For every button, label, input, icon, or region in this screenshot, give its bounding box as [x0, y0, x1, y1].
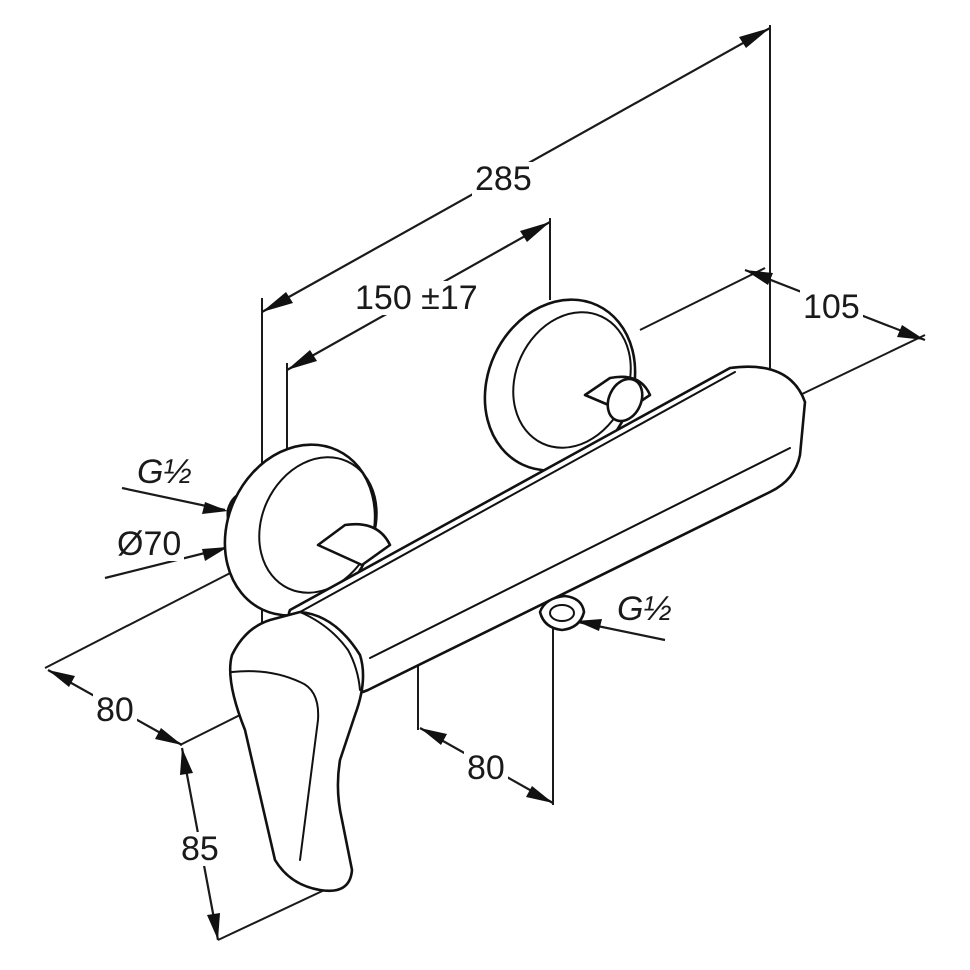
arrow-80-right-a	[420, 728, 447, 745]
arrow-d70	[202, 547, 228, 561]
arrow-80-right-b	[526, 786, 553, 803]
ext-line-80-left-a	[44, 567, 241, 669]
ext-line-105-bottom	[799, 334, 926, 396]
label-inlet-thread: G½	[134, 455, 195, 489]
rosette-rear	[483, 298, 652, 472]
ext-line-105-top	[639, 267, 766, 331]
arrow-g12-right	[576, 619, 602, 631]
arrow-85-top	[180, 748, 193, 775]
arrow-285-left	[262, 292, 293, 312]
arrow-150-left	[287, 350, 317, 370]
label-outlet-thread: G½	[614, 592, 675, 626]
dim-label-projection: 105	[800, 290, 863, 324]
arrow-150-right	[520, 222, 550, 242]
dim-label-overall-length: 285	[472, 162, 535, 196]
arrow-285-right	[739, 28, 770, 48]
arrow-g12-left	[202, 502, 228, 514]
arrow-80-left-a	[48, 670, 75, 687]
rosette-front	[223, 443, 392, 617]
lever-handle	[228, 610, 365, 893]
arrow-80-left-b	[155, 728, 182, 745]
dim-label-inlet-spacing: 150 ±17	[352, 281, 481, 315]
arrow-105-left	[745, 270, 773, 285]
dim-label-depth-right: 80	[464, 751, 508, 785]
label-rosette-diameter: Ø70	[114, 527, 185, 561]
arrow-105-right	[897, 325, 925, 340]
arrow-85-bottom	[207, 913, 220, 940]
dim-label-height: 85	[178, 832, 222, 866]
dim-label-depth-left: 80	[93, 693, 137, 727]
